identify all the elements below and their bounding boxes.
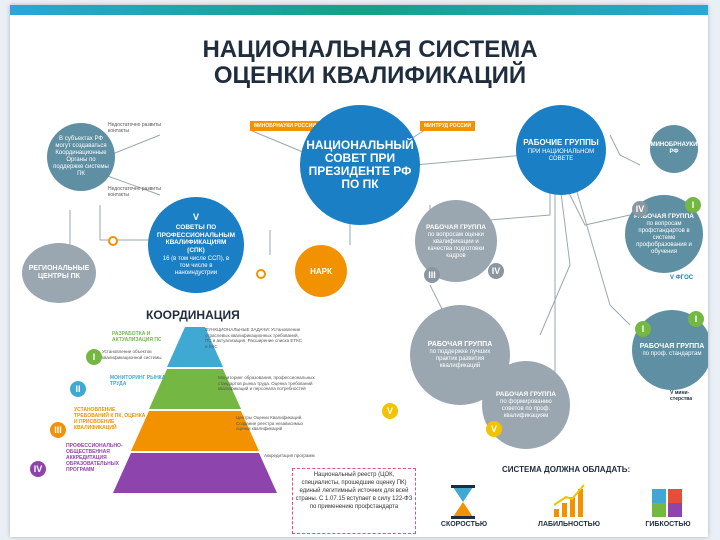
v-badge-left: V: [382, 403, 398, 419]
wg-councils-text: по формированию советов по проф. квалифи…: [482, 399, 570, 420]
working-groups-sub: ПРИ НАЦИОНАЛЬНОМ СОВЕТЕ: [516, 149, 606, 163]
working-groups-circle: РАБОЧИЕ ГРУППЫ ПРИ НАЦИОНАЛЬНОМ СОВЕТЕ: [516, 105, 606, 195]
pyramid-right-note-3: Центры Оценки Квалификаций. Создание рее…: [236, 415, 311, 432]
wg-assessment-text: по вопросам оценки квалификации и качест…: [415, 232, 497, 260]
note-top: Недостаточно развиты контакты: [108, 122, 178, 134]
wg-assessment-title: РАБОЧАЯ ГРУППА: [426, 223, 486, 232]
wg-iii-badge: III: [424, 267, 440, 283]
quality-flexibility: ГИБКОСТЬЮ: [634, 521, 702, 528]
note-mid: Недостаточно развиты контакты: [108, 186, 178, 198]
spk-sub: 16 (в том числе ССП), в том числе в нано…: [148, 256, 244, 277]
wg-prof-badge-2: I: [688, 311, 704, 327]
pyramid-roman-4: IV: [30, 461, 46, 477]
nark-circle: НАРК: [295, 245, 347, 297]
wg-education-fgos: V ФГОС: [670, 275, 693, 281]
top-right-circle: МИНОБРНАУКИ РФ: [650, 125, 698, 173]
spk-roman: V: [193, 213, 199, 222]
pyramid-right-note-2: Мониторинг образования, профессиональных…: [218, 375, 323, 392]
coordination-label: КООРДИНАЦИЯ: [146, 308, 240, 322]
wg-assessment-badge: IV: [488, 263, 504, 279]
pyramid-roman-2: II: [70, 381, 86, 397]
quality-speed: СКОРОСТЬЮ: [430, 521, 498, 528]
regional-centers-text: РЕГИОНАЛЬНЫЕ ЦЕНТРЫ ПК: [22, 265, 96, 281]
national-council-text: НАЦИОНАЛЬНЫЙ СОВЕТ ПРИ ПРЕЗИДЕНТЕ РФ ПО …: [292, 139, 428, 191]
wg-education-text: по вопросам профстандартов в системе про…: [625, 221, 703, 256]
growth-chart-icon: [552, 483, 586, 519]
regional-centers-circle: РЕГИОНАЛЬНЫЕ ЦЕНТРЫ ПК: [22, 243, 96, 303]
system-title: СИСТЕМА ДОЛЖНА ОБЛАДАТЬ:: [502, 465, 630, 474]
pyramid-label-2: МОНИТОРИНГ РЫНКА ТРУДА: [110, 375, 170, 387]
wg-prof-badge: I: [635, 321, 651, 337]
pyramid-label-3: УСТАНОВЛЕНИЕ ТРЕБОВАНИЙ К ПК, ОЦЕНКА И П…: [74, 407, 148, 431]
wg-prof-title: РАБОЧАЯ ГРУППА: [640, 342, 705, 351]
pyramid-label-4: ПРОФЕССИОНАЛЬНО-ОБЩЕСТВЕННАЯ АККРЕДИТАЦИ…: [66, 443, 146, 473]
info-box: Национальный реестр (ЦОК, специалисты, п…: [292, 468, 416, 534]
wg-councils-roman: V: [486, 421, 502, 437]
spk-circle: V СОВЕТЫ ПО ПРОФЕССИОНАЛЬНЫМ КВАЛИФИКАЦИ…: [148, 197, 244, 293]
puzzle-icon: [650, 487, 686, 519]
pyramid-roman-1: I: [86, 349, 102, 365]
pyramid-left-note-1: Установление объектов квалификационной с…: [102, 349, 172, 360]
pyramid-label-1: РАЗРАБОТКА И АКТУАЛИЗАЦИЯ ПС: [112, 331, 182, 343]
wg-councils-title: РАБОЧАЯ ГРУППА: [496, 390, 556, 399]
connector-dot: [108, 236, 118, 246]
national-council-circle: НАЦИОНАЛЬНЫЙ СОВЕТ ПРИ ПРЕЗИДЕНТЕ РФ ПО …: [300, 105, 420, 225]
regions-coordination-circle: В субъектах РФ могут создаваться Координ…: [47, 123, 115, 191]
spk-title: СОВЕТЫ ПО ПРОФЕССИОНАЛЬНЫМ КВАЛИФИКАЦИЯМ…: [148, 224, 244, 254]
pyramid-right-note-1: ФУНКЦИОНАЛЬНЫЕ ЗАДАЧИ: Установление отра…: [205, 327, 305, 349]
hourglass-icon: [448, 485, 478, 519]
wg-education-roman: IV: [632, 201, 648, 217]
tag-mintrud: МИНТРУД РОССИИ: [420, 121, 475, 131]
wg-prof-text: по проф. стандартам: [643, 351, 702, 358]
nark-text: НАРК: [310, 267, 332, 276]
regions-circle-text: В субъектах РФ могут создаваться Координ…: [47, 130, 115, 184]
pyramid-right-note-4: Аккредитация программ: [264, 453, 319, 459]
connector-dot-2: [256, 269, 266, 279]
wg-prof-sub: V мини-стерства: [670, 390, 708, 402]
pyramid-roman-3: III: [50, 422, 66, 438]
top-right-text: МИНОБРНАУКИ РФ: [650, 142, 698, 156]
quality-lability: ЛАБИЛЬНОСТЬЮ: [530, 521, 608, 528]
slide: НАЦИОНАЛЬНАЯ СИСТЕМА ОЦЕНКИ КВАЛИФИКАЦИЙ…: [10, 5, 708, 537]
working-groups-title: РАБОЧИЕ ГРУППЫ: [523, 138, 598, 147]
wg-practice-title: РАБОЧАЯ ГРУППА: [428, 340, 493, 349]
wg-education-badge: I: [685, 197, 701, 213]
wg-practice-text: по поддержке лучших практик развития ква…: [410, 349, 510, 370]
tag-minobrnauki: МИНОБРНАУКИ РОССИИ: [250, 121, 320, 131]
